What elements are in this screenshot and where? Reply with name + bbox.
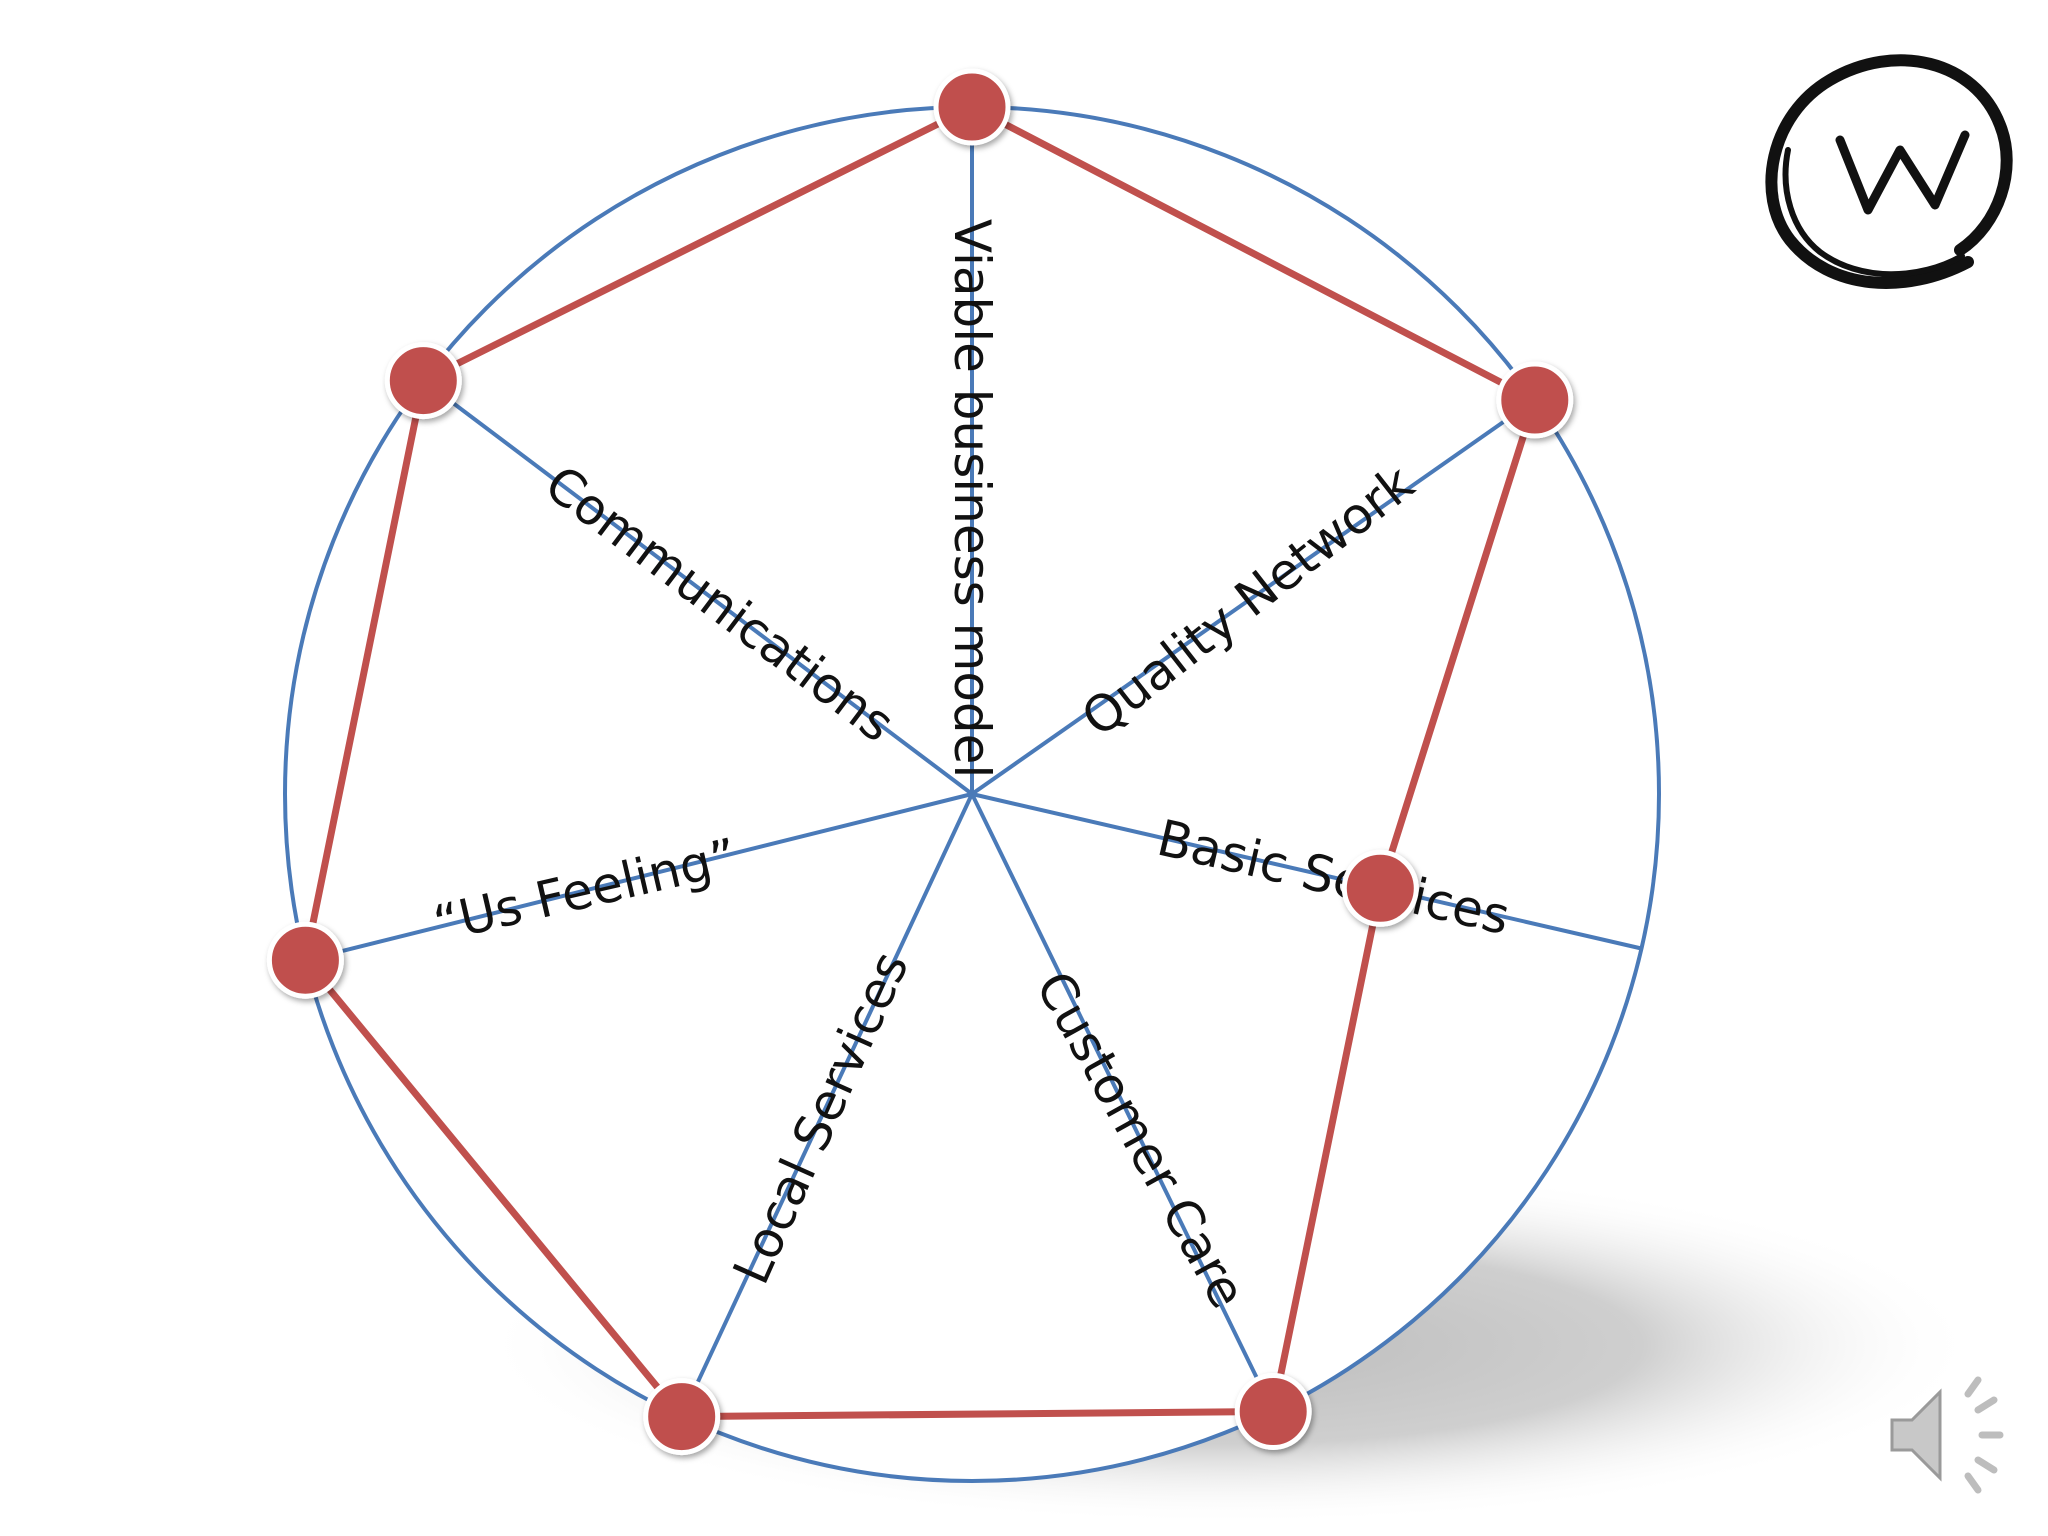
node-local-services[interactable] — [643, 1378, 721, 1456]
spokes — [304, 107, 1642, 1418]
label-viable-business-model: Viable business model — [943, 219, 1001, 778]
node-quality-network[interactable] — [1496, 361, 1574, 439]
node-customer-care[interactable] — [1234, 1373, 1312, 1450]
score-nodes — [266, 68, 1574, 1456]
spoke-local-services — [679, 793, 974, 1418]
spoke-customer-care — [970, 793, 1275, 1413]
score-polygon — [301, 103, 1539, 1421]
node--us-feeling[interactable] — [266, 921, 344, 999]
spoke-quality-network — [970, 398, 1536, 796]
spoke-basic-services — [971, 792, 1642, 951]
w-circle-logo-icon — [1765, 54, 2013, 289]
node-communications[interactable] — [384, 342, 462, 420]
spoke-communications — [422, 379, 974, 796]
node-basic-services[interactable] — [1341, 849, 1419, 927]
speaker-icon[interactable] — [1890, 1376, 2004, 1494]
node-viable-business-model[interactable] — [933, 68, 1011, 146]
spoke--us-feeling — [304, 792, 973, 963]
